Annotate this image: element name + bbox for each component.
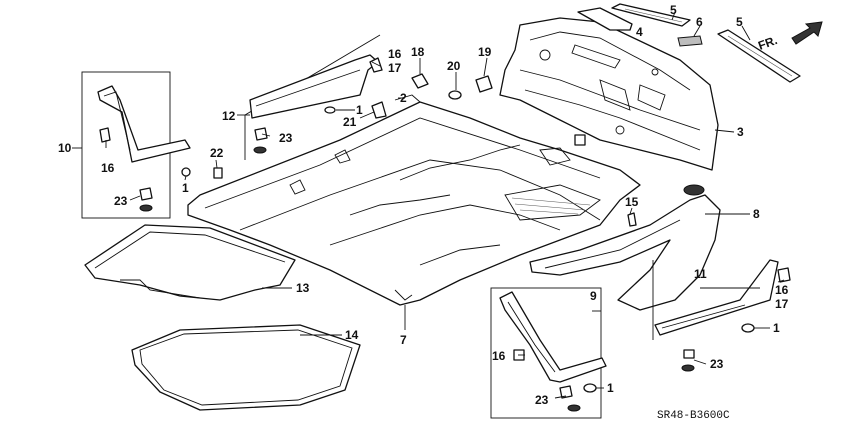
callout-13: 13 (296, 281, 310, 295)
part-20 (448, 90, 462, 100)
center-right-trim (529, 184, 721, 311)
callout-21: 21 (343, 115, 357, 129)
part-21 (371, 101, 387, 119)
rear-floor-mat (84, 224, 296, 301)
trunk-mat (131, 324, 361, 411)
floor-carpet (187, 101, 641, 306)
callout-20: 20 (447, 59, 461, 73)
part-18 (411, 73, 429, 89)
callout-1-left: 1 (182, 181, 189, 195)
right-rear-trim (490, 287, 607, 419)
callout-16-right: 16 (775, 283, 789, 297)
callout-23-lower: 23 (535, 393, 549, 407)
callout-4: 4 (636, 25, 643, 39)
callout-7: 7 (400, 333, 407, 347)
callout-23-upper: 23 (279, 131, 293, 145)
callout-5-upper: 5 (670, 3, 677, 17)
front-arrow-icon (791, 21, 823, 45)
callout-1-right: 1 (773, 321, 780, 335)
part-1-center (324, 106, 336, 114)
direction-label: FR. (756, 33, 779, 53)
callout-11: 11 (694, 267, 707, 281)
callout-6: 6 (696, 15, 703, 29)
diagram-code: SR48-B3600C (657, 410, 730, 422)
callout-15: 15 (625, 195, 639, 209)
part-6 (677, 35, 703, 47)
callout-17-right: 17 (775, 297, 789, 311)
callout-18: 18 (411, 45, 425, 59)
part-4 (577, 7, 633, 31)
callout-23-right: 23 (710, 357, 724, 371)
callout-1-lower: 1 (607, 381, 614, 395)
callout-14: 14 (345, 328, 359, 342)
part-19 (475, 75, 493, 93)
part-2 (394, 94, 421, 103)
callout-8: 8 (753, 207, 760, 221)
callout-1-center: 1 (356, 103, 363, 117)
callout-12: 12 (222, 109, 236, 123)
callout-10: 10 (58, 141, 72, 155)
dash-insulator (499, 17, 719, 171)
callout-22: 22 (210, 146, 224, 160)
callout-16-upper: 16 (388, 47, 402, 61)
part-5-lower (717, 29, 801, 83)
callout-17-upper: 17 (388, 61, 402, 75)
part-22 (213, 167, 223, 179)
callout-16-left: 16 (101, 161, 115, 175)
callout-23-left: 23 (114, 194, 128, 208)
callout-labels: 10 16 23 1 22 12 23 16 17 18 20 19 1 2 2… (58, 3, 789, 407)
callout-5-lower: 5 (736, 15, 743, 29)
callout-9: 9 (590, 289, 597, 303)
callout-3: 3 (737, 125, 744, 139)
callout-2: 2 (400, 91, 407, 105)
right-sill-trim (652, 259, 791, 372)
left-sill-trim (244, 34, 383, 160)
leader-lines (72, 11, 785, 399)
part-15 (627, 212, 637, 227)
upper-trim-pieces (577, 3, 801, 83)
left-side-trim (81, 71, 191, 219)
callout-16-lower: 16 (492, 349, 506, 363)
callout-19: 19 (478, 45, 492, 59)
front-direction-indicator: FR. (756, 21, 823, 53)
hardware-fasteners (213, 73, 637, 227)
